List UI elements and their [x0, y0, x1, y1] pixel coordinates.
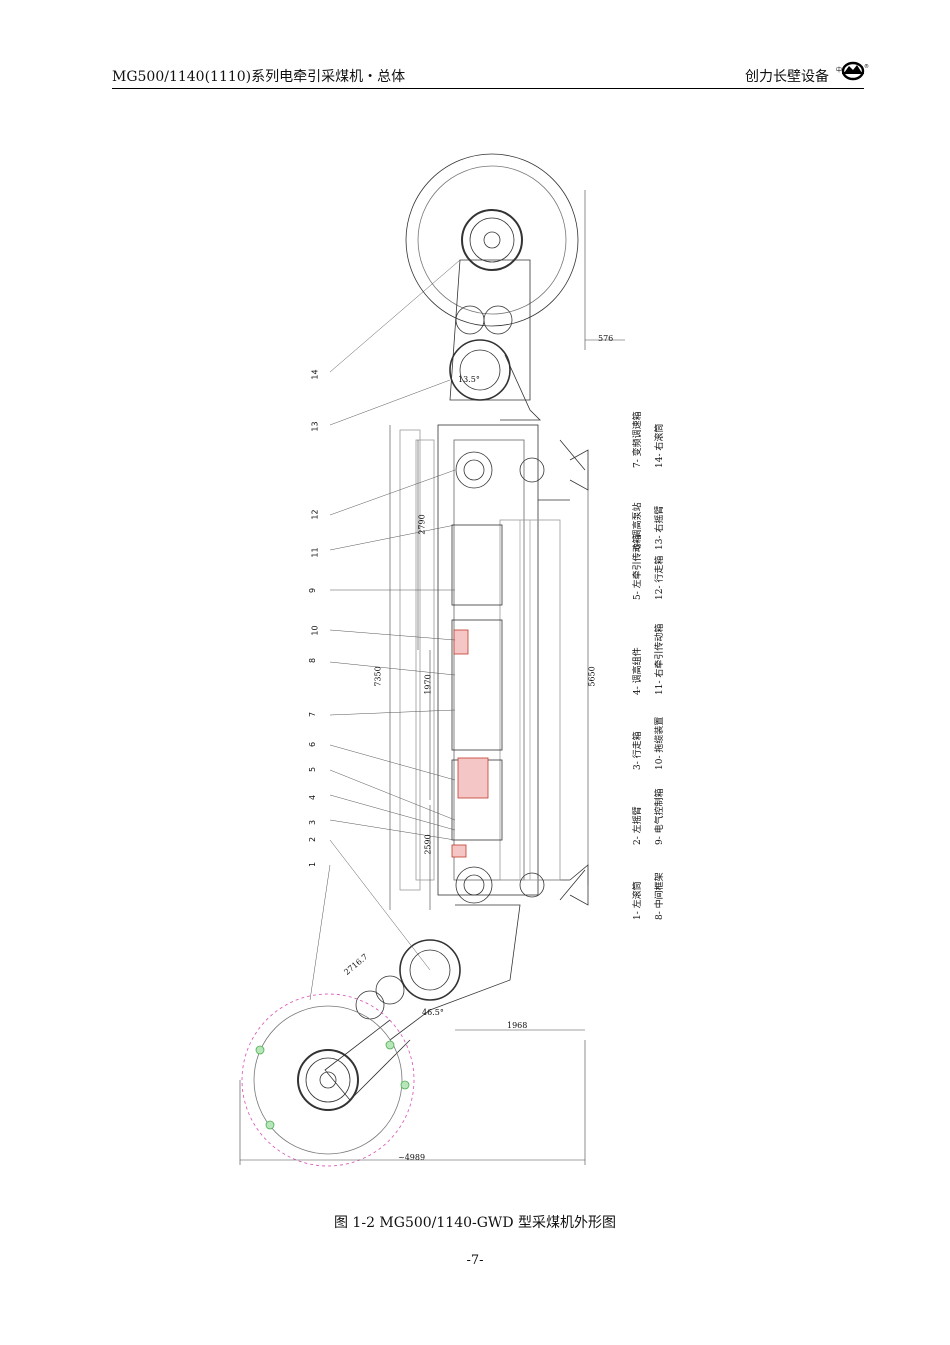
page-number: -7-: [466, 1253, 484, 1268]
legend-item-11: 11- 右牵引传动箱: [655, 623, 665, 695]
right-drum: [405, 153, 579, 327]
dim-left-range: 1968: [507, 1021, 528, 1030]
callout-12: 12: [310, 509, 320, 520]
right-arm: [449, 259, 541, 421]
legend-item-10: 10- 拖缆装置: [655, 716, 665, 770]
callout-6: 6: [308, 741, 318, 748]
legend-item-4: 4- 调高组件: [633, 647, 643, 695]
legend-col-6: 6- 调高泵站 13- 右摇臂: [630, 502, 665, 550]
callout-7: 7: [308, 711, 318, 718]
left-arm: [324, 904, 521, 1101]
callout-11: 11: [310, 547, 320, 558]
callout-5: 5: [308, 766, 318, 773]
dim-bottom-span: 2590: [423, 834, 433, 855]
dim-arm-angle: 46.5°: [422, 1008, 444, 1017]
legend-item-13: 13- 右摇臂: [655, 505, 665, 550]
figure-caption: 图 1-2 MG500/1140-GWD 型采煤机外形图: [333, 1215, 616, 1231]
legend-col-7: 7- 变频调速箱 14- 右滚筒: [630, 411, 665, 468]
callout-1: 1: [308, 861, 318, 868]
callout-4: 4: [308, 794, 318, 801]
header-title: MG500/1140(1110)系列电牵引采煤机・总体: [112, 69, 406, 85]
legend-item-2: 2- 左摇臂: [633, 806, 643, 845]
shearer-drawing: [230, 140, 690, 1184]
legend-col-2: 2- 左摇臂 9- 电气控制箱: [630, 788, 665, 845]
dim-total-length: ~4989: [398, 1153, 426, 1162]
dim-body-length: 7350: [373, 666, 383, 687]
dim-center-span: 1970: [423, 674, 433, 695]
callout-14: 14: [310, 369, 320, 380]
legend-col-3: 3- 行走箱 10- 拖缆装置: [630, 717, 665, 770]
dim-top-offset: 576: [598, 334, 614, 343]
dim-frame-height: 2790: [417, 514, 427, 535]
callout-8: 8: [308, 657, 318, 664]
callout-10: 10: [310, 625, 320, 636]
company-logo-icon: 中 ®: [836, 58, 870, 88]
svg-text:中: 中: [836, 66, 842, 74]
legend-item-6: 6- 调高泵站: [633, 502, 643, 550]
legend-item-7: 7- 变频调速箱: [633, 411, 643, 468]
callout-9: 9: [308, 587, 318, 594]
header-company: 创力长壁设备: [745, 69, 829, 85]
callout-13: 13: [310, 421, 320, 432]
legend-item-9: 9- 电气控制箱: [655, 788, 665, 845]
main-frame: [399, 424, 589, 906]
legend-col-1: 1- 左滚筒 8- 中间框架: [630, 872, 665, 920]
legend-col-4: 4- 调高组件 11- 右牵引传动箱: [630, 624, 665, 695]
legend-item-8: 8- 中间框架: [655, 872, 665, 920]
callout-2: 2: [308, 836, 318, 843]
svg-text:®: ®: [864, 63, 869, 70]
dim-arm-label: 13.5°: [458, 375, 480, 384]
callout-leaders: [309, 259, 461, 1001]
parts-legend: 1- 左滚筒 8- 中间框架 2- 左摇臂 9- 电气控制箱 3- 行走箱 10…: [630, 400, 680, 960]
dim-rail-length: 5650: [587, 666, 597, 687]
legend-item-14: 14- 右滚筒: [655, 423, 665, 468]
callout-3: 3: [308, 819, 318, 826]
legend-item-3: 3- 行走箱: [633, 731, 643, 770]
header-rule: [112, 88, 864, 89]
left-drum: [241, 993, 415, 1167]
dimension-lines: [239, 190, 625, 1165]
legend-item-1: 1- 左滚筒: [633, 881, 643, 920]
